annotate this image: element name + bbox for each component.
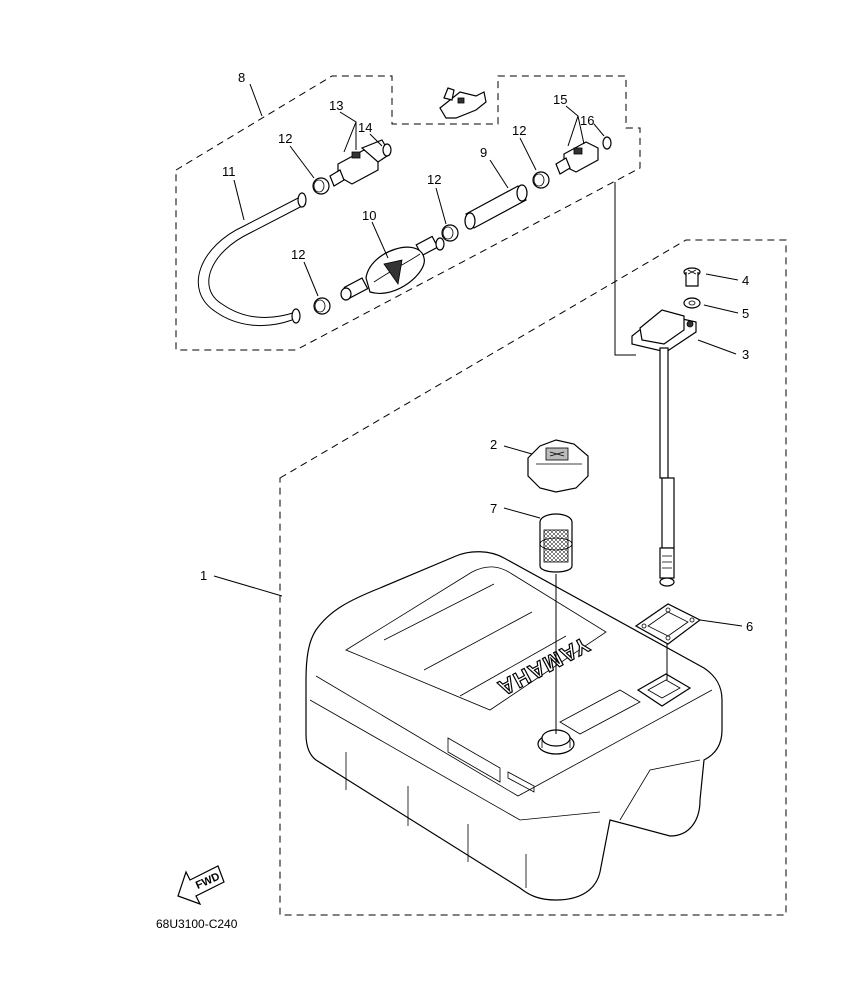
sender-bracket-line (614, 182, 636, 356)
label-part-12-d: 12 (291, 247, 305, 262)
leader-lines (213, 83, 743, 627)
label-part-2: 2 (490, 437, 497, 452)
label-part-10: 10 (362, 208, 376, 223)
label-part-13: 13 (329, 98, 343, 113)
label-part-12-a: 12 (278, 131, 292, 146)
label-part-12-b: 12 (512, 123, 526, 138)
engine-connector-part (439, 87, 487, 119)
label-part-3: 3 (742, 347, 749, 362)
hose-clip-part-d (313, 297, 331, 315)
connector-part-13 (329, 139, 391, 187)
label-part-16: 16 (580, 113, 594, 128)
label-part-1: 1 (200, 568, 207, 583)
label-part-12-c: 12 (427, 172, 441, 187)
drawing-code: 68U3100-C240 (156, 917, 238, 931)
fuel-gauge-sender-part (631, 309, 697, 587)
label-part-4: 4 (742, 273, 749, 288)
o-ring-part-16 (602, 136, 612, 150)
strainer-part (539, 513, 573, 573)
assembly-center-lines (555, 574, 668, 734)
label-part-14: 14 (358, 120, 372, 135)
hose-clip-part-a (312, 177, 330, 195)
primer-bulb-part (340, 235, 445, 301)
fwd-direction-arrow (177, 865, 225, 906)
fuel-hose-part (197, 192, 307, 327)
label-part-15: 15 (553, 92, 567, 107)
hose-short-part (464, 184, 528, 230)
label-part-8: 8 (238, 70, 245, 85)
label-part-7: 7 (490, 501, 497, 516)
screw-part-4 (683, 267, 701, 287)
label-part-5: 5 (742, 306, 749, 321)
label-part-9: 9 (480, 145, 487, 160)
o-ring-part-14 (382, 143, 392, 157)
fuel-cap-part (527, 439, 589, 493)
fuel-tank-part (305, 551, 723, 901)
fuel-tank-assembly-boundary (279, 239, 787, 916)
hose-clip-part-c (441, 224, 459, 242)
washer-part-5 (683, 297, 701, 309)
hose-clip-part-b (532, 171, 550, 189)
fuel-hose-assembly-boundary (175, 75, 641, 351)
connector-part-15 (555, 141, 599, 175)
label-part-6: 6 (746, 619, 753, 634)
label-part-11: 11 (222, 164, 236, 179)
